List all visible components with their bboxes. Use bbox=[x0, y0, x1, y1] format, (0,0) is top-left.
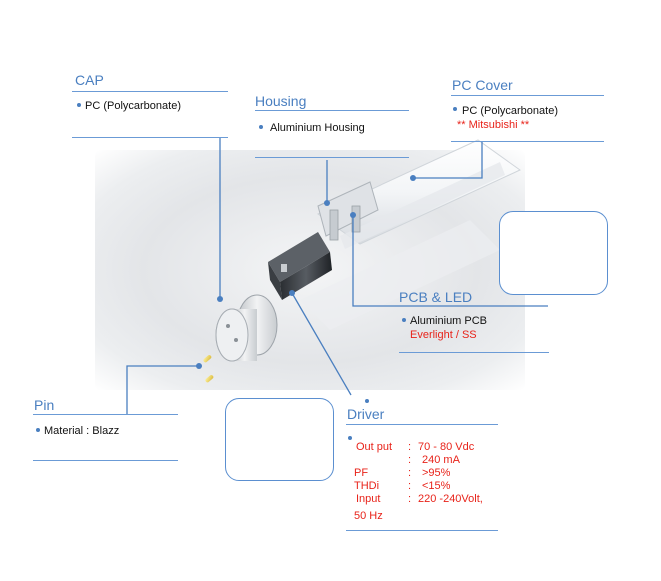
pc-cover-material: PC (Polycarbonate) bbox=[462, 105, 558, 117]
cap-rule-bottom bbox=[72, 137, 228, 138]
spec-value: 240 mA bbox=[422, 454, 460, 466]
end-cap-part bbox=[215, 294, 278, 362]
spec-label bbox=[354, 454, 408, 467]
cap-bullet bbox=[77, 103, 81, 107]
spec-sep: : bbox=[408, 493, 412, 505]
housing-part bbox=[317, 181, 379, 241]
spec-label: Input bbox=[356, 493, 381, 505]
pcb-led-title: PCB & LED bbox=[399, 289, 473, 305]
spec-label: Out put bbox=[356, 441, 393, 453]
spec-label: PF bbox=[354, 467, 369, 479]
pin-material: Material : Blazz bbox=[44, 425, 120, 437]
driver-frequency: 50 Hz bbox=[354, 510, 383, 522]
spec-row-thdi: THDi : <15% bbox=[354, 480, 483, 493]
pins-part bbox=[203, 355, 214, 383]
housing-title: Housing bbox=[255, 93, 307, 109]
spec-value: <15% bbox=[422, 480, 451, 492]
spec-value: >95% bbox=[422, 467, 451, 479]
driver-spec-table: Out put : 70 - 80 Vdc : 240 mA PF : >95%… bbox=[354, 441, 483, 506]
spec-value: 70 - 80 Vdc bbox=[418, 441, 475, 453]
spec-sep: : bbox=[408, 467, 412, 479]
spec-label: THDi bbox=[354, 480, 380, 492]
pcb-led-rule-bottom bbox=[399, 352, 549, 353]
blank-callout-box-right bbox=[499, 211, 608, 295]
spec-row-current: : 240 mA bbox=[354, 454, 483, 467]
spec-sep: : bbox=[408, 480, 412, 492]
housing-bullet bbox=[259, 125, 263, 129]
spec-row-output: Out put : 70 - 80 Vdc bbox=[354, 441, 483, 454]
cap-title: CAP bbox=[75, 72, 104, 88]
leader-lines bbox=[126, 138, 548, 414]
housing-material: Aluminium Housing bbox=[270, 122, 365, 134]
pcb-led-material: Aluminium PCB bbox=[410, 315, 488, 327]
pc-cover-bullet bbox=[453, 107, 457, 111]
spec-sep: : bbox=[408, 441, 412, 453]
spec-value: 220 -240Volt, bbox=[418, 493, 483, 505]
housing-rule bbox=[255, 110, 409, 111]
housing-rule-bottom bbox=[255, 157, 409, 158]
driver-rule-bottom bbox=[346, 530, 498, 531]
pc-cover-tube bbox=[300, 139, 521, 330]
leader-endpoints bbox=[196, 175, 416, 369]
cap-rule bbox=[72, 91, 228, 92]
driver-part bbox=[268, 232, 332, 300]
pc-cover-brand: ** Mitsubishi ** bbox=[457, 119, 530, 131]
pin-rule bbox=[33, 414, 178, 415]
cap-material: PC (Polycarbonate) bbox=[85, 100, 181, 112]
spec-row-pf: PF : >95% bbox=[354, 467, 483, 480]
pc-cover-title: PC Cover bbox=[452, 77, 513, 93]
pcb-led-bullet bbox=[402, 318, 406, 322]
driver-bullet bbox=[348, 436, 352, 440]
blank-callout-box-left bbox=[225, 398, 334, 481]
spec-row-input: Input : 220 -240Volt, bbox=[354, 493, 483, 506]
pin-title: Pin bbox=[34, 397, 55, 413]
pc-cover-rule bbox=[451, 95, 604, 96]
pin-bullet bbox=[36, 428, 40, 432]
spec-sep: : bbox=[408, 454, 412, 466]
driver-rule bbox=[346, 424, 498, 425]
driver-title: Driver bbox=[347, 406, 385, 422]
pc-cover-rule-bottom bbox=[451, 141, 604, 142]
pin-rule-bottom bbox=[33, 460, 178, 461]
driver-title-dot bbox=[365, 399, 369, 403]
pcb-led-brand: Everlight / SS bbox=[410, 329, 477, 341]
